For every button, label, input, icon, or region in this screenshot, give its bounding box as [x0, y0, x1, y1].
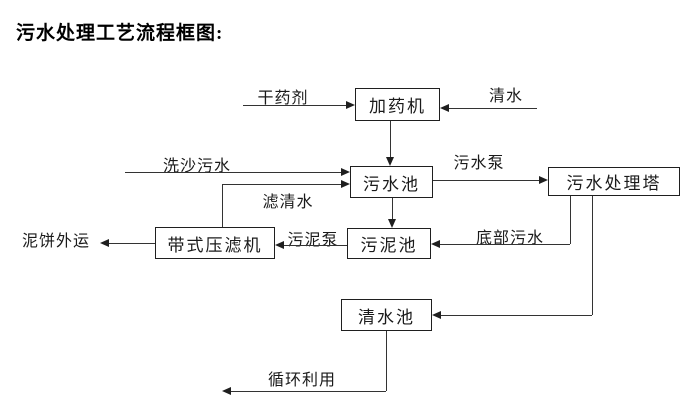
node-sewage-pool-label: 污水池: [363, 174, 420, 194]
label-clean-water-in: 清水: [488, 88, 523, 105]
label-filtered-water: 滤清水: [262, 194, 314, 211]
label-mud-cake-out: 泥饼外运: [21, 233, 90, 250]
node-sludge-pool-label: 污泥池: [360, 236, 418, 255]
node-treatment-tower-label: 污水处理塔: [566, 174, 662, 193]
label-recycling: 循环利用: [267, 372, 336, 389]
label-bottom-sewage: 底部污水: [475, 230, 544, 247]
flow-line-dry-chemical: [243, 105, 347, 106]
node-treatment-tower: 污水处理塔: [548, 167, 680, 196]
label-sand-washing-sewage: 洗沙污水: [162, 158, 231, 175]
flow-line-sludge-pump: [284, 245, 347, 246]
arrowhead-sand-washing: [341, 168, 350, 176]
flow-line-sewage-pump: [433, 180, 539, 181]
flow-line-bottom-sewage-horizontal: [440, 244, 570, 245]
arrowhead-mud-cake: [100, 239, 109, 247]
flow-line-recycling-horizontal: [231, 391, 386, 392]
flow-line-recycling-vertical: [386, 331, 387, 391]
flow-line-sewage-to-sludge: [392, 198, 393, 220]
node-belt-filter-press-label: 带式压滤机: [167, 235, 263, 255]
arrowhead-sewage-to-sludge: [388, 219, 396, 228]
arrowhead-bottom-sewage: [431, 240, 440, 248]
arrowhead-clean-water-in: [440, 104, 449, 112]
arrowhead-sewage-pump: [539, 176, 548, 184]
arrowhead-dosing-to-sewage: [386, 157, 394, 166]
flow-line-tower-to-clean-vertical: [592, 196, 593, 315]
arrowhead-tower-to-clean: [432, 311, 441, 319]
node-dosing-machine-label: 加药机: [369, 97, 426, 116]
flow-line-mud-cake: [109, 243, 155, 244]
flow-line-bottom-sewage-vertical: [570, 196, 571, 244]
label-sewage-pump: 污水泵: [453, 155, 505, 172]
flow-line-tower-to-clean-horizontal: [441, 315, 592, 316]
node-sludge-pool: 污泥池: [347, 228, 431, 259]
label-sludge-pump: 污泥泵: [287, 232, 339, 249]
arrowhead-dry-chemical: [346, 101, 355, 109]
label-dry-chemical: 干药剂: [257, 90, 309, 107]
arrowhead-recycling: [222, 387, 231, 395]
node-dosing-machine: 加药机: [355, 88, 440, 121]
flow-line-filtered-water-horizontal: [222, 184, 341, 185]
diagram-title: 污水处理工艺流程框图:: [16, 23, 224, 44]
arrowhead-filtered-water: [341, 180, 350, 188]
flow-line-clean-water-in: [449, 108, 537, 109]
node-clean-water-pool-label: 清水池: [358, 307, 415, 327]
node-belt-filter-press: 带式压滤机: [155, 227, 275, 259]
node-clean-water-pool: 清水池: [341, 299, 432, 331]
flow-line-dosing-to-sewage: [390, 121, 391, 159]
flow-line-filtered-water-vertical: [222, 184, 223, 227]
flow-line-sand-washing: [125, 172, 341, 173]
node-sewage-pool: 污水池: [350, 166, 433, 198]
arrowhead-sludge-pump: [275, 241, 284, 249]
